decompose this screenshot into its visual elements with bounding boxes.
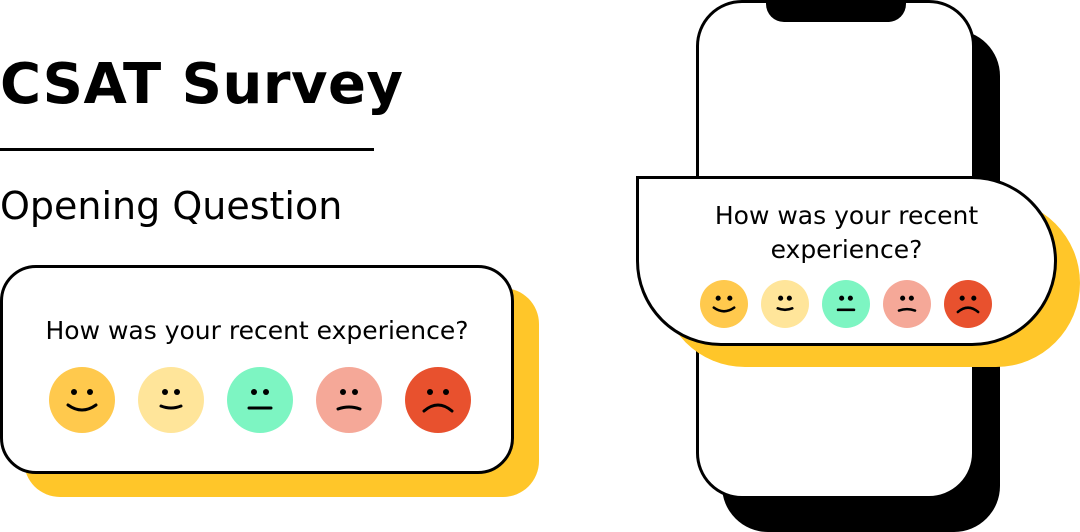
survey-card: How was your recent experience? — [0, 265, 514, 474]
phone-notch — [766, 0, 906, 22]
phone-survey-bubble: How was your recent experience? — [636, 176, 1057, 346]
phone-question-text: How was your recent experience? — [714, 201, 979, 264]
very-happy-face-icon[interactable] — [49, 367, 115, 433]
neutral-face-icon[interactable] — [227, 367, 293, 433]
survey-question: How was your recent experience? — [45, 316, 469, 345]
sad-face-icon[interactable] — [405, 367, 471, 433]
unhappy-face-icon[interactable] — [883, 280, 931, 328]
sad-face-icon[interactable] — [944, 280, 992, 328]
neutral-face-icon[interactable] — [822, 280, 870, 328]
title-divider — [0, 148, 374, 151]
happy-face-icon[interactable] — [138, 367, 204, 433]
very-happy-face-icon[interactable] — [700, 280, 748, 328]
section-subtitle: Opening Question — [0, 184, 343, 228]
unhappy-face-icon[interactable] — [316, 367, 382, 433]
rating-faces — [49, 367, 471, 433]
phone-survey-question: How was your recent experience? — [639, 199, 1054, 267]
happy-face-icon[interactable] — [761, 280, 809, 328]
phone-rating-faces — [700, 280, 992, 328]
page-title: CSAT Survey — [0, 52, 404, 117]
